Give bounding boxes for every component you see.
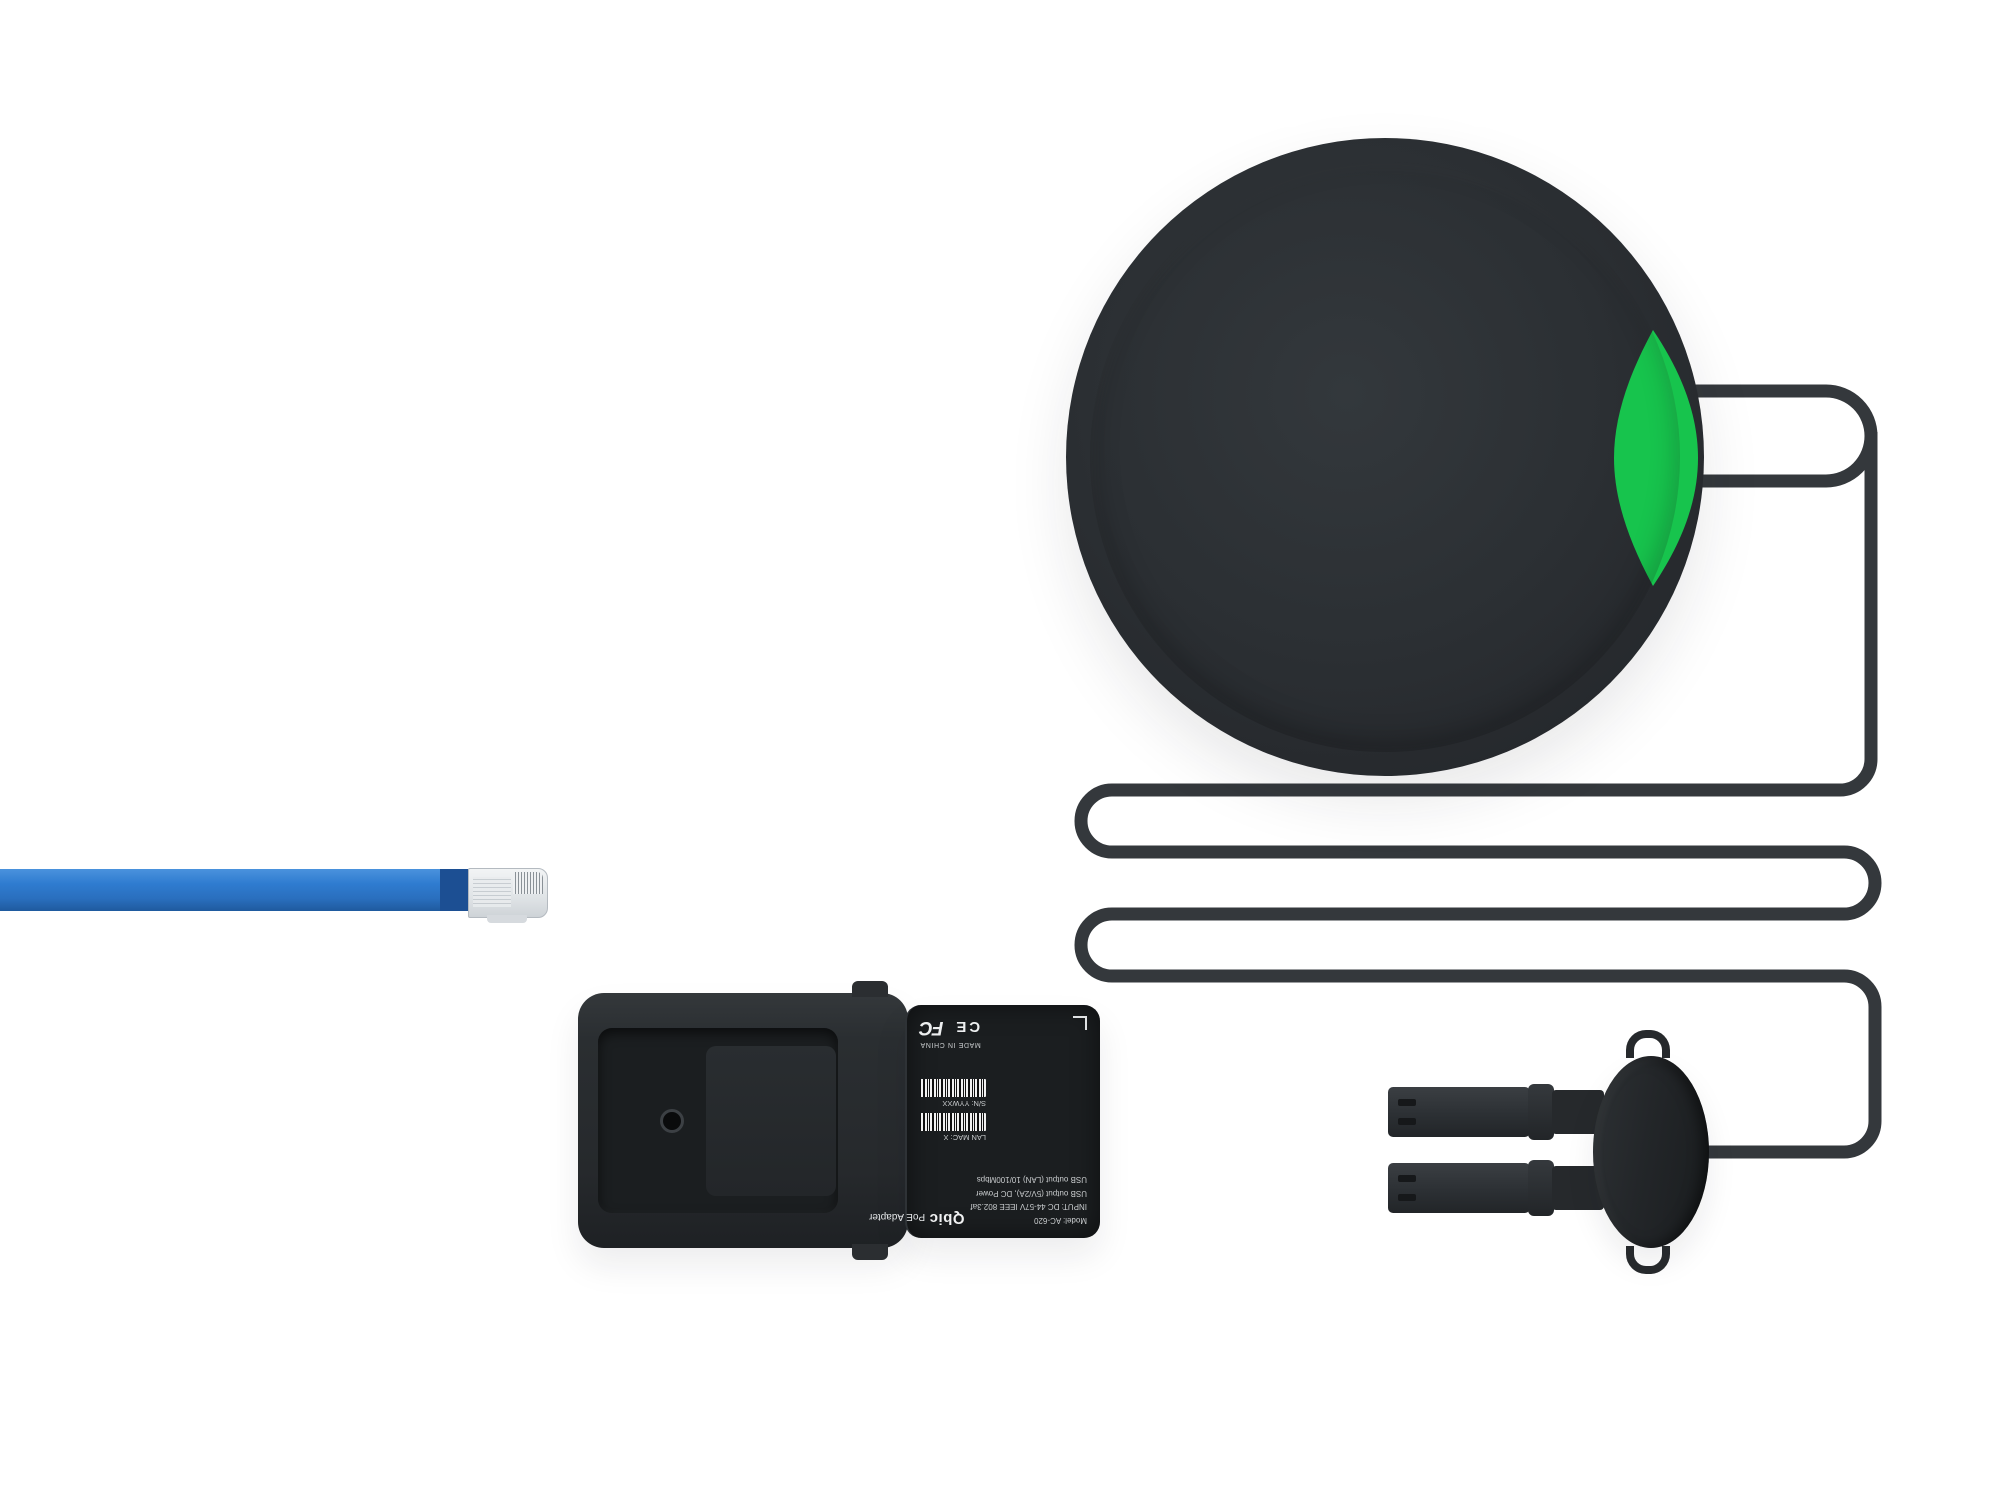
rj45-wires <box>473 877 511 907</box>
lan-mac-text: LAN MAC: X <box>943 1132 986 1142</box>
green-status-lens-icon <box>1614 330 1698 586</box>
ethernet-cable-tip <box>440 869 468 911</box>
rj45-connector <box>468 868 548 923</box>
compliance-marks: CE FC <box>920 1016 980 1038</box>
usb-slot-icon <box>1398 1194 1416 1201</box>
recess-platform <box>706 1046 836 1196</box>
label-symbol-icon <box>1073 1016 1087 1030</box>
label-model: Model: AC-620 <box>1034 1216 1087 1225</box>
usb-shaft <box>1388 1163 1530 1213</box>
usb-collar <box>1528 1160 1554 1216</box>
fcc-mark-icon: FC <box>920 1017 944 1038</box>
usb-connector-top <box>1388 1084 1604 1140</box>
compliance-block: MADE IN CHINA CE FC <box>920 1016 981 1048</box>
status-lens <box>1614 330 1698 586</box>
poe-adapter-port-section <box>578 981 908 1260</box>
usb-shaft <box>1388 1087 1530 1137</box>
adapter-top-tab <box>852 981 888 997</box>
serial-group: S/N: YYWXX <box>920 1078 986 1108</box>
ce-mark-icon: CE <box>953 1018 981 1035</box>
cable-serpentine-run-icon <box>1074 432 1882 1159</box>
product-name: PoE Adapter <box>869 1211 926 1222</box>
rj45-latch <box>487 915 527 923</box>
serial-text: S/N: YYWXX <box>942 1098 986 1108</box>
label-output-lan: USB output (LAN) 10/100Mbps <box>976 1175 1087 1185</box>
label-input: INPUT: DC 44-57V IEEE 802.3af <box>970 1202 1088 1212</box>
label-barcodes: LAN MAC: X S/N: YYWXX <box>920 1078 986 1142</box>
brand-block: QbicPoE Adapter <box>869 1173 965 1227</box>
lan-mac-group: LAN MAC: X <box>920 1112 986 1142</box>
round-device <box>1066 138 1704 776</box>
plug-clip-bottom-icon <box>1626 1246 1670 1274</box>
usb-slot-icon <box>1398 1175 1416 1182</box>
ethernet-cable <box>0 869 452 911</box>
rj45-pins <box>513 872 543 894</box>
plug-clip-top-icon <box>1626 1030 1670 1058</box>
serial-barcode-icon <box>920 1078 986 1097</box>
brand-logo: Qbic <box>929 1210 965 1227</box>
label-spec-lines: Model: AC-620 INPUT: DC 44-57V IEEE 802.… <box>971 1173 1088 1227</box>
usb-plug-disc <box>1593 1056 1709 1248</box>
label-top-block: Model: AC-620 INPUT: DC 44-57V IEEE 802.… <box>869 1173 1088 1227</box>
adapter-bottom-tab <box>852 1244 888 1260</box>
rj45-port-recess <box>598 1028 838 1213</box>
port-screw-hole <box>660 1109 684 1133</box>
usb-collar <box>1528 1084 1554 1140</box>
usb-slot-icon <box>1398 1118 1416 1125</box>
poe-adapter-label-section: Model: AC-620 INPUT: DC 44-57V IEEE 802.… <box>869 1005 1100 1238</box>
lan-mac-barcode-icon <box>920 1112 986 1131</box>
origin-text: MADE IN CHINA <box>920 1041 981 1048</box>
usb-connector-bottom <box>1388 1160 1604 1216</box>
usb-slot-icon <box>1398 1099 1416 1106</box>
device-label: Model: AC-620 INPUT: DC 44-57V IEEE 802.… <box>869 1005 1100 1238</box>
label-output-power: USB output (5V/2A), DC Power <box>975 1188 1087 1198</box>
label-bottom-block: MADE IN CHINA CE FC <box>920 1016 1087 1048</box>
